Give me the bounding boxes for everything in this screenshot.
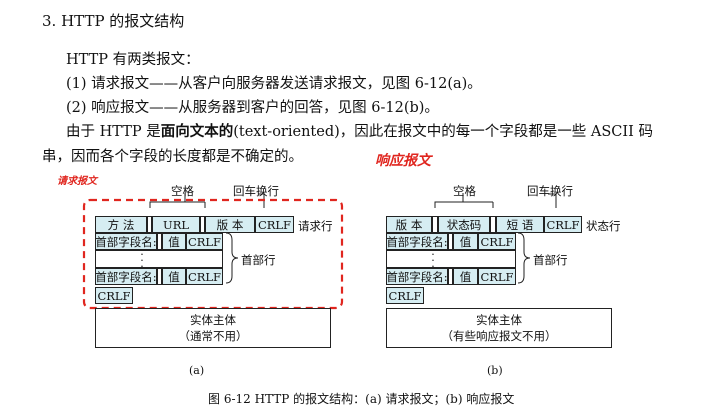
a-sub-label: (a) — [189, 364, 205, 377]
a-header-crlf: CRLF — [186, 268, 223, 285]
b-entity-body-note: （有些响应报文不用） — [441, 329, 557, 343]
a-vertical-dots: ··· — [140, 248, 144, 273]
item-request: (1) 请求报文——从客户向服务器发送请求报文，见图 6-12(a)。 — [66, 76, 482, 92]
b-header-value: 值 — [453, 233, 478, 250]
a-entity-body-note: （通常不用） — [178, 329, 248, 343]
b-status-code-field: 状态码 — [438, 216, 490, 233]
request-annotation: 请求报文 — [57, 176, 97, 187]
response-annotation: 响应报文 — [375, 153, 431, 169]
a-space-cell — [200, 216, 205, 233]
a-header-section-label: 首部行 — [241, 253, 276, 267]
b-line-crlf: CRLF — [544, 216, 582, 233]
paragraph-emphasis: 面向文本的 — [160, 123, 234, 140]
b-header-crlf: CRLF — [478, 268, 516, 285]
b-entity-body-title: 实体主体 — [476, 313, 522, 327]
a-entity-body: 实体主体 （通常不用） — [95, 308, 331, 348]
b-header-section-label: 首部行 — [533, 253, 568, 267]
a-space-cell — [157, 268, 162, 285]
a-header-value: 值 — [162, 233, 186, 250]
a-header-name: 首部字段名: — [95, 268, 157, 285]
b-space-cell — [448, 268, 453, 285]
b-header-crlf: CRLF — [478, 233, 516, 250]
section-heading: 3. HTTP 的报文结构 — [42, 12, 185, 30]
a-crlf-label: 回车换行 — [233, 184, 279, 198]
paragraph-pre: 由于 HTTP 是 — [66, 124, 161, 140]
b-header-name: 首部字段名: — [386, 233, 448, 250]
b-blank-line-crlf: CRLF — [386, 287, 424, 304]
a-version-field: 版 本 — [205, 216, 255, 233]
b-space-label: 空格 — [453, 184, 476, 198]
a-method-field: 方 法 — [95, 216, 147, 233]
b-sub-label: (b) — [487, 364, 503, 377]
paragraph-line-2: 串，因而各个字段的长度都是不确定的。 — [42, 149, 303, 165]
b-space-cell — [490, 216, 496, 233]
paragraph-post: (text-oriented)，因此在报文中的每一个字段都是一些 ASCII 码 — [233, 124, 653, 140]
a-header-name: 首部字段名: — [95, 233, 157, 250]
intro-text: HTTP 有两类报文： — [66, 52, 200, 68]
b-header-name: 首部字段名: — [386, 268, 448, 285]
a-entity-body-title: 实体主体 — [190, 313, 236, 327]
a-space-cell — [147, 216, 152, 233]
b-status-line-label: 状态行 — [586, 219, 621, 233]
b-vertical-dots: ··· — [431, 248, 435, 273]
a-line-crlf: CRLF — [255, 216, 294, 233]
b-space-cell — [448, 233, 453, 250]
figure-caption: 图 6-12 HTTP 的报文结构：(a) 请求报文；(b) 响应报文 — [208, 392, 515, 406]
b-version-field: 版 本 — [386, 216, 432, 233]
b-space-cell — [432, 216, 438, 233]
paragraph-line-1: 由于 HTTP 是面向文本的(text-oriented)，因此在报文中的每一个… — [66, 120, 653, 141]
b-phrase-field: 短 语 — [496, 216, 544, 233]
a-blank-line-crlf: CRLF — [95, 287, 133, 304]
a-url-field: URL — [152, 216, 200, 233]
b-header-value: 值 — [453, 268, 478, 285]
item-response: (2) 响应报文——从服务器到客户的回答，见图 6-12(b)。 — [66, 100, 439, 116]
b-crlf-label: 回车换行 — [527, 184, 573, 198]
a-header-value: 值 — [162, 268, 186, 285]
a-space-label: 空格 — [171, 184, 194, 198]
a-header-ellipsis-row — [95, 250, 223, 268]
a-space-cell — [157, 233, 162, 250]
b-entity-body: 实体主体 （有些响应报文不用） — [386, 308, 612, 348]
a-request-line-label: 请求行 — [298, 219, 333, 233]
a-header-crlf: CRLF — [186, 233, 223, 250]
b-header-ellipsis-row — [386, 250, 516, 268]
